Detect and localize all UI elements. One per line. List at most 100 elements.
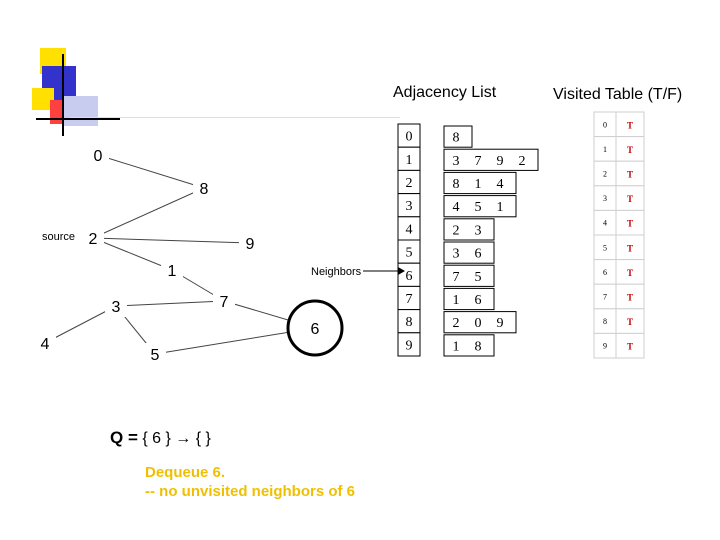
adj-neighbor: 8 xyxy=(453,131,460,146)
node-bg xyxy=(105,295,127,317)
visited-row xyxy=(593,259,645,285)
visited-index-2: 2 xyxy=(603,170,607,179)
edge-0-8 xyxy=(97,154,205,189)
node-2: 2 xyxy=(89,231,98,248)
visited-row xyxy=(593,136,645,162)
adj-neighbor: 1 xyxy=(497,200,504,215)
decor-horizontal-line xyxy=(36,118,120,120)
adj-neighbor: 1 xyxy=(453,293,460,308)
adj-neighbor: 7 xyxy=(453,270,460,285)
adj-list-cell xyxy=(443,264,495,287)
queue-label: Q = xyxy=(110,428,138,447)
visited-index-0: 0 xyxy=(603,120,607,129)
visited-value-8: T xyxy=(627,317,633,327)
node-0: 0 xyxy=(94,148,103,165)
visited-value-0: T xyxy=(627,120,633,130)
node-5: 5 xyxy=(151,347,160,364)
node-6: 6 xyxy=(311,321,320,338)
node-bg xyxy=(82,227,104,249)
visited-value-2: T xyxy=(627,170,633,180)
visited-index-3: 3 xyxy=(603,194,607,203)
visited-row xyxy=(593,234,645,261)
adj-index-4: 4 xyxy=(406,222,413,237)
edge-2-9 xyxy=(92,237,251,244)
adj-list-cell xyxy=(443,287,495,311)
edge-3-4 xyxy=(44,305,117,344)
adj-neighbor: 1 xyxy=(453,339,460,354)
adj-neighbor: 6 xyxy=(475,247,482,262)
neighbors-arrow-head xyxy=(398,267,405,275)
adj-neighbor: 3 xyxy=(453,247,460,262)
adj-list-cell xyxy=(443,148,539,171)
adj-index-9: 9 xyxy=(406,338,413,353)
adj-neighbor: 0 xyxy=(475,316,482,331)
adj-list-cell xyxy=(443,241,495,264)
highlight-ring xyxy=(286,299,344,357)
node-bg xyxy=(213,290,235,312)
visited-row xyxy=(593,332,645,359)
visited-value-6: T xyxy=(627,268,633,278)
visited-index-6: 6 xyxy=(603,268,607,277)
visited-index-1: 1 xyxy=(603,145,607,154)
adj-neighbor: 9 xyxy=(497,316,504,331)
node-bg xyxy=(34,332,56,354)
decor-rule xyxy=(70,117,400,118)
note-line-2: -- no unvisited neighbors of 6 xyxy=(145,483,355,500)
decor-yellow-square-small xyxy=(32,88,54,110)
node-bg xyxy=(161,259,183,281)
adj-index-1: 1 xyxy=(406,153,413,168)
visited-index-8: 8 xyxy=(603,317,607,326)
visited-value-4: T xyxy=(627,219,633,229)
visited-row xyxy=(593,308,645,334)
node-7: 7 xyxy=(220,294,229,311)
decor-vertical-line xyxy=(62,54,64,136)
adj-neighbor: 2 xyxy=(453,223,460,238)
adj-neighbor: 8 xyxy=(475,339,482,354)
adj-neighbor: 9 xyxy=(497,154,504,169)
adj-neighbor: 3 xyxy=(475,223,482,238)
edge-8-2 xyxy=(92,187,205,239)
node-bg xyxy=(144,343,166,365)
adj-neighbor: 3 xyxy=(453,154,460,169)
adj-index-5: 5 xyxy=(406,246,413,261)
visited-index-5: 5 xyxy=(603,243,607,252)
adj-list-cell xyxy=(443,334,495,357)
adj-list-cell xyxy=(443,195,517,218)
visited-row xyxy=(593,209,645,236)
adj-list-cell xyxy=(443,171,517,195)
adj-neighbor: 8 xyxy=(453,177,460,192)
queue-before: { 6 } xyxy=(142,430,171,447)
visited-value-3: T xyxy=(627,194,633,204)
step-note: Dequeue 6. -- no unvisited neighbors of … xyxy=(145,463,355,501)
adj-neighbor: 2 xyxy=(519,154,526,169)
note-line-1: Dequeue 6. xyxy=(145,464,226,481)
adj-list-cell xyxy=(443,311,517,334)
adj-neighbor: 1 xyxy=(475,177,482,192)
adj-neighbor: 6 xyxy=(475,293,482,308)
adj-neighbor: 4 xyxy=(453,200,460,215)
visited-index-4: 4 xyxy=(603,219,607,228)
visited-value-1: T xyxy=(627,145,633,155)
visited-index-9: 9 xyxy=(603,342,607,351)
visited-table-title: Visited Table (T/F) xyxy=(553,86,683,103)
adjacency-list-title: Adjacency List xyxy=(393,84,497,101)
adj-index-8: 8 xyxy=(406,315,413,330)
node-bg xyxy=(239,232,261,254)
visited-value-9: T xyxy=(627,342,633,352)
graph-edges xyxy=(44,154,316,355)
edge-2-1 xyxy=(92,237,173,271)
visited-row xyxy=(593,160,645,187)
adj-neighbor: 5 xyxy=(475,270,482,285)
queue-after: { } xyxy=(195,430,211,447)
queue-line: Q = { 6 } → { } xyxy=(110,428,211,448)
node-8: 8 xyxy=(200,181,209,198)
adj-neighbor: 7 xyxy=(475,154,482,169)
node-3: 3 xyxy=(112,299,121,316)
adj-neighbor: 4 xyxy=(497,177,504,192)
adj-index-6: 6 xyxy=(406,269,413,284)
visited-value-5: T xyxy=(627,243,633,253)
